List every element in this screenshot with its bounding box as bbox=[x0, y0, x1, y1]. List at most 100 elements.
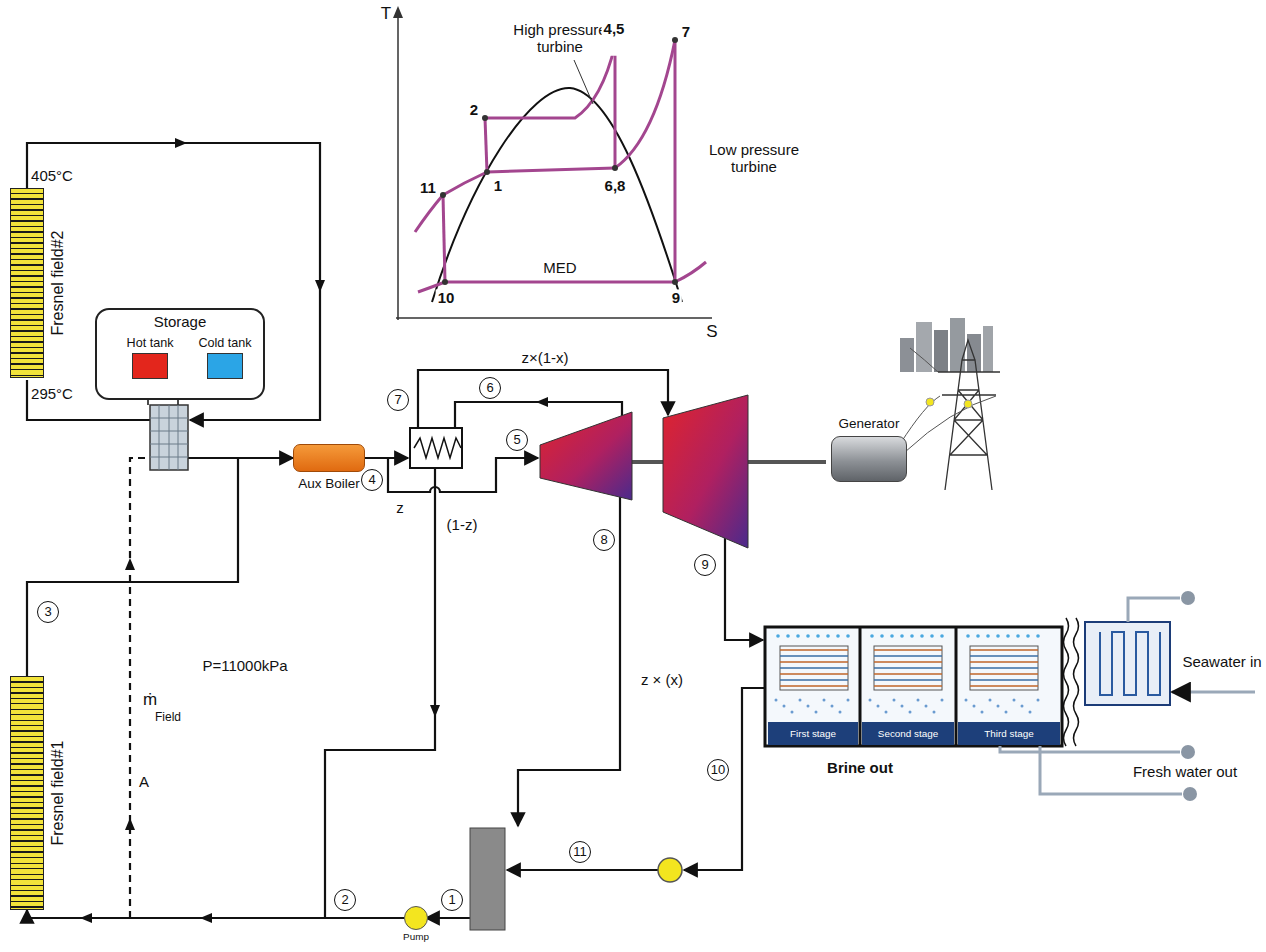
deaerator bbox=[470, 828, 505, 930]
pipe-connector bbox=[27, 910, 404, 918]
diagram-label: Field bbox=[153, 711, 183, 725]
water-drop bbox=[973, 705, 976, 708]
water-drop bbox=[831, 705, 834, 708]
stage-node: Second stage bbox=[862, 722, 954, 745]
tube bbox=[874, 685, 942, 687]
callout-number: 11 bbox=[569, 841, 591, 863]
water-drop bbox=[909, 711, 912, 714]
spray-drop bbox=[910, 634, 914, 638]
water-drop bbox=[933, 711, 936, 714]
water-drop bbox=[783, 705, 786, 708]
boiler-symbol bbox=[293, 444, 365, 472]
water-drop bbox=[925, 705, 928, 708]
diagram-label: 6,8 bbox=[603, 177, 628, 194]
water-drop bbox=[839, 711, 842, 714]
diagram-label: T bbox=[379, 4, 393, 24]
water-drop bbox=[1029, 711, 1032, 714]
reheater bbox=[410, 428, 462, 468]
tube bbox=[780, 649, 848, 651]
storage-heat-exchanger bbox=[150, 405, 188, 470]
med-unit bbox=[765, 591, 1255, 801]
tank-node: Hot tank bbox=[111, 336, 189, 379]
tube bbox=[970, 667, 1038, 669]
tube bbox=[874, 667, 942, 669]
spray-drop bbox=[1026, 634, 1030, 638]
diagram-label: 10 bbox=[436, 289, 457, 306]
diagram-label: A bbox=[137, 773, 151, 790]
callout-number: 3 bbox=[37, 601, 59, 623]
water-drop bbox=[981, 711, 984, 714]
spray-drop bbox=[976, 634, 980, 638]
collector-field bbox=[10, 188, 44, 378]
water-drop bbox=[917, 699, 920, 702]
water-drop bbox=[1005, 711, 1008, 714]
diagram-label: z × (x) bbox=[639, 671, 685, 688]
tube bbox=[970, 673, 1038, 675]
callout-number: 4 bbox=[361, 469, 383, 491]
tube bbox=[780, 655, 848, 657]
diagram-label: 9 bbox=[670, 289, 682, 306]
spray-drop bbox=[986, 634, 990, 638]
water-drop bbox=[807, 705, 810, 708]
spray-drop bbox=[1016, 634, 1020, 638]
callout-number: 8 bbox=[593, 529, 615, 551]
node-text: Pump bbox=[386, 930, 446, 943]
diagram-label: 4,5 bbox=[602, 20, 627, 37]
water-drop bbox=[965, 699, 968, 702]
callout-number: 6 bbox=[479, 377, 501, 399]
tube bbox=[780, 685, 848, 687]
tube-bundle bbox=[780, 646, 848, 690]
stage-node: First stage bbox=[768, 722, 858, 745]
spray-drop bbox=[890, 634, 894, 638]
water-drop bbox=[877, 705, 880, 708]
diagram-label: S bbox=[704, 322, 719, 342]
spray-drop bbox=[996, 634, 1000, 638]
diagram-label: 11 bbox=[418, 179, 438, 196]
callout-number: 2 bbox=[334, 889, 356, 911]
spray-drop bbox=[880, 634, 884, 638]
callout-number: 5 bbox=[506, 429, 528, 451]
node-text: Second stage bbox=[862, 722, 954, 745]
tube bbox=[970, 679, 1038, 681]
spray-drop bbox=[776, 634, 780, 638]
spray-drop bbox=[1006, 634, 1010, 638]
tube bbox=[970, 655, 1038, 657]
tube bbox=[780, 673, 848, 675]
diagram-label: Fresh water out bbox=[1131, 763, 1239, 780]
tube bbox=[970, 685, 1038, 687]
spray-drop bbox=[940, 634, 944, 638]
node-text: Fresnel field#2 bbox=[48, 231, 67, 336]
water-drop bbox=[901, 705, 904, 708]
diagram-label: 1 bbox=[492, 177, 504, 194]
tube bbox=[874, 661, 942, 663]
tube-bundle bbox=[874, 646, 942, 690]
tube bbox=[780, 667, 848, 669]
node-text: Fresnel field#1 bbox=[48, 741, 67, 846]
diagram-label: P=11000kPa bbox=[200, 657, 289, 674]
tube-bundle bbox=[970, 646, 1038, 690]
diagram-label: Low pressure turbine bbox=[697, 141, 811, 176]
diagram-label: 405°C bbox=[29, 167, 75, 184]
pump-node: Pump bbox=[386, 906, 446, 943]
water-drop bbox=[791, 711, 794, 714]
collector-field bbox=[10, 676, 44, 910]
spray-drop bbox=[900, 634, 904, 638]
tube bbox=[874, 679, 942, 681]
diagram-label: ṁ bbox=[141, 690, 159, 710]
tube bbox=[970, 661, 1038, 663]
hp-turbine bbox=[540, 412, 632, 500]
spray-drop bbox=[920, 634, 924, 638]
spray-drop bbox=[786, 634, 790, 638]
generator-symbol bbox=[831, 436, 907, 482]
diagram-label: 2 bbox=[468, 101, 480, 118]
diagram-label: 7 bbox=[680, 23, 692, 40]
stage-node: Third stage bbox=[958, 722, 1060, 745]
spray-drop bbox=[930, 634, 934, 638]
tube bbox=[874, 673, 942, 675]
tube bbox=[780, 661, 848, 663]
diagram-label: Brine out bbox=[825, 759, 895, 776]
water-drop bbox=[1013, 699, 1016, 702]
callout-number: 1 bbox=[441, 889, 463, 911]
